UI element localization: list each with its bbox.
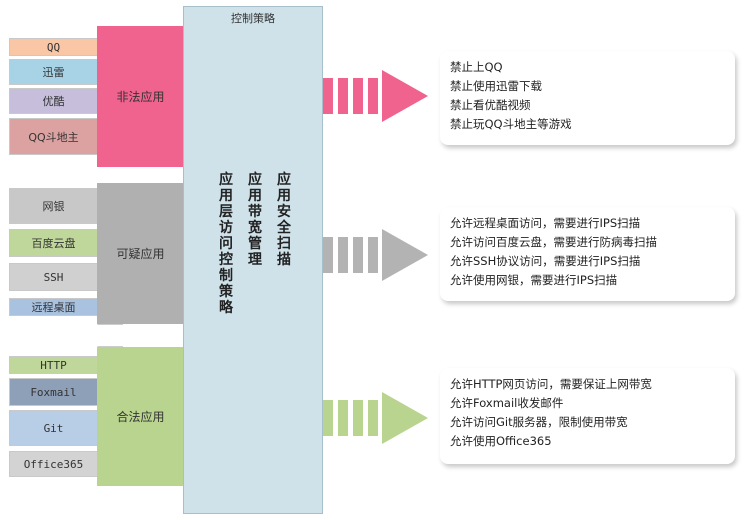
- note-line: 禁止上QQ: [450, 60, 503, 74]
- note-line: 允许HTTP网页访问，需要保证上网带宽: [450, 377, 652, 391]
- app-foxmail: Foxmail: [9, 378, 98, 406]
- control-policy-panel: 控制策略 应用层访问控制策略 应用带宽管理 应用安全扫描: [183, 6, 323, 514]
- arrow-illegal: [323, 70, 428, 122]
- note-line: 禁止使用迅雷下载: [450, 79, 542, 93]
- note-line: 允许访问百度云盘，需要进行防病毒扫描: [450, 235, 657, 249]
- arrow-legal: [323, 392, 428, 444]
- app-baidu-pan: 百度云盘: [9, 229, 98, 257]
- app-remote-desktop: 远程桌面: [9, 298, 98, 316]
- note-line: 禁止玩QQ斗地主等游戏: [450, 117, 572, 131]
- note-line: 允许远程桌面访问，需要进行IPS扫描: [450, 216, 641, 230]
- app-git: Git: [9, 410, 98, 446]
- note-line: 允许Foxmail收发邮件: [450, 396, 564, 410]
- note-legal-rules: 允许HTTP网页访问，需要保证上网带宽 允许Foxmail收发邮件 允许访问Gi…: [440, 368, 735, 464]
- note-illegal-rules: 禁止上QQ 禁止使用迅雷下载 禁止看优酷视频 禁止玩QQ斗地主等游戏: [440, 51, 735, 145]
- group-suspicious-apps: 可疑应用: [97, 183, 184, 324]
- app-http: HTTP: [9, 356, 98, 374]
- arrow-suspicious: [323, 229, 428, 281]
- app-ssh: SSH: [9, 263, 98, 291]
- note-line: 允许访问Git服务器，限制使用带宽: [450, 415, 628, 429]
- note-line: 禁止看优酷视频: [450, 98, 531, 112]
- note-line: 允许SSH协议访问，需要进行IPS扫描: [450, 254, 641, 268]
- policy-security-scan: 应用安全扫描: [277, 172, 291, 268]
- group-legal-apps: 合法应用: [97, 347, 184, 486]
- note-suspicious-rules: 允许远程桌面访问，需要进行IPS扫描 允许访问百度云盘，需要进行防病毒扫描 允许…: [440, 207, 735, 301]
- group-illegal-apps: 非法应用: [97, 26, 184, 167]
- app-qq-doudizhu: QQ斗地主: [9, 118, 98, 155]
- note-line: 允许使用网银，需要进行IPS扫描: [450, 273, 618, 287]
- app-xunlei: 迅雷: [9, 59, 98, 85]
- app-online-banking: 网银: [9, 188, 98, 224]
- note-line: 允许使用Office365: [450, 434, 552, 448]
- app-office365: Office365: [9, 451, 98, 477]
- policy-bandwidth-management: 应用带宽管理: [248, 172, 262, 268]
- control-policy-title: 控制策略: [231, 12, 275, 25]
- policy-access-control: 应用层访问控制策略: [219, 172, 233, 316]
- app-qq: QQ: [9, 38, 98, 56]
